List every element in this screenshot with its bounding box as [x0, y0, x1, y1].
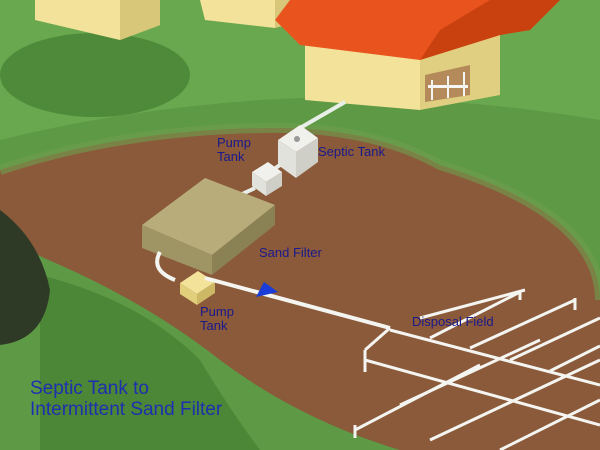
sand-filter-shape: [142, 178, 275, 275]
pump-tank-1-shape: [252, 162, 282, 196]
disposal-field-pipes: [353, 288, 600, 450]
pump-tank-1-label-line-2: Tank: [217, 149, 245, 164]
pump-tank-1-label-line-1: Pump: [217, 135, 251, 150]
main-pipe: [204, 276, 391, 330]
pump-tank-1-label: Pump Tank: [217, 136, 251, 164]
soil-area: [0, 127, 600, 450]
pump-tank-2-label-line-1: Pump: [200, 304, 234, 319]
sand-filter-label: Sand Filter: [259, 245, 322, 260]
house: [275, 0, 560, 110]
shrub-shadow: [0, 33, 190, 117]
pump-tank-2-label-line-2: Tank: [200, 318, 228, 333]
diagram-title-line-2: Intermittent Sand Filter: [30, 399, 223, 420]
diagram-title: Septic Tank to Intermittent Sand Filter: [30, 378, 222, 420]
pump-tank-2-label: Pump Tank: [200, 305, 234, 333]
septic-tank-shape: [278, 125, 318, 178]
disposal-field-label: Disposal Field: [412, 314, 494, 329]
tree-shadow: [0, 210, 50, 345]
flow-arrow: [256, 282, 278, 297]
diagram-title-line-1: Septic Tank to: [30, 378, 150, 399]
septic-tank-label: Septic Tank: [318, 144, 385, 159]
house-pipe: [298, 100, 347, 130]
